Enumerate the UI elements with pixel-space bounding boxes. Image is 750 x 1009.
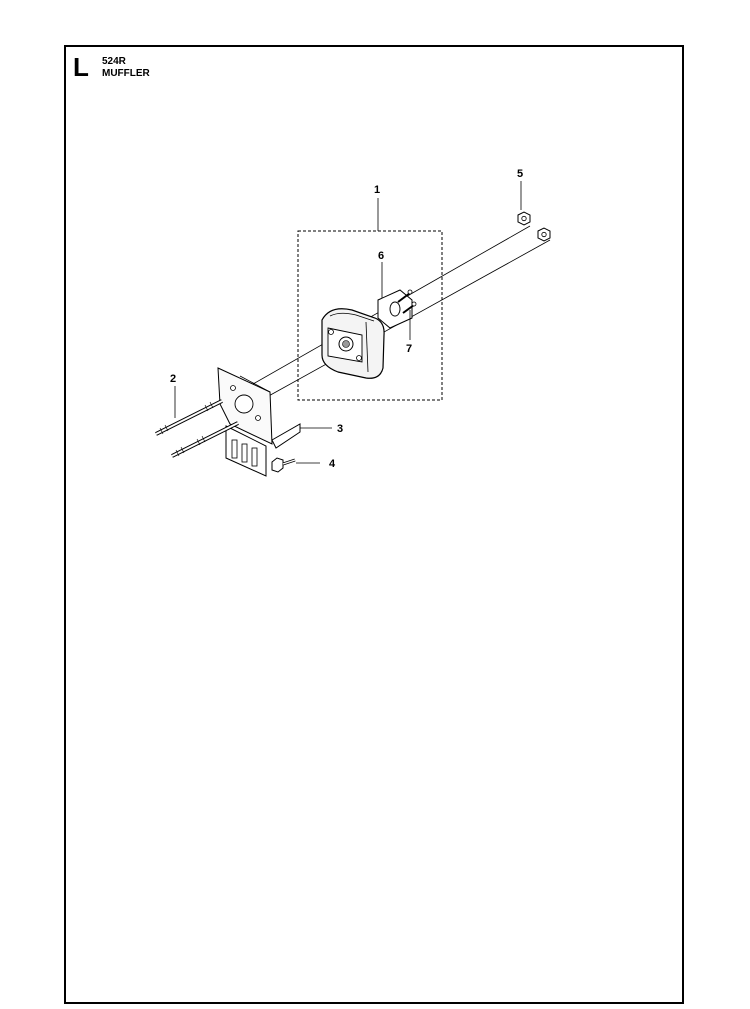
stud-2a: [155, 399, 223, 436]
callout-7: 7: [406, 343, 412, 355]
callout-5: 5: [517, 168, 523, 180]
nut-5b: [537, 227, 551, 242]
callout-2: 2: [170, 373, 176, 385]
heat-shield-3: [217, 367, 301, 477]
stud-2b: [171, 421, 239, 458]
page-frame: [64, 45, 684, 1004]
model-label: 524R: [102, 56, 126, 67]
callout-3: 3: [337, 423, 343, 435]
assembly-box: [297, 230, 443, 401]
screw-7a: [397, 289, 413, 303]
section-letter: L: [73, 52, 89, 82]
muffler-body: [321, 308, 385, 379]
callout-4: 4: [329, 458, 336, 470]
page-title: MUFFLER: [102, 68, 150, 79]
nut-5a: [517, 211, 531, 226]
callout-6: 6: [378, 250, 384, 262]
screw-7b: [402, 301, 417, 314]
bolt-4: [271, 457, 296, 473]
callout-1: 1: [374, 184, 380, 196]
plate-6: [377, 289, 413, 329]
